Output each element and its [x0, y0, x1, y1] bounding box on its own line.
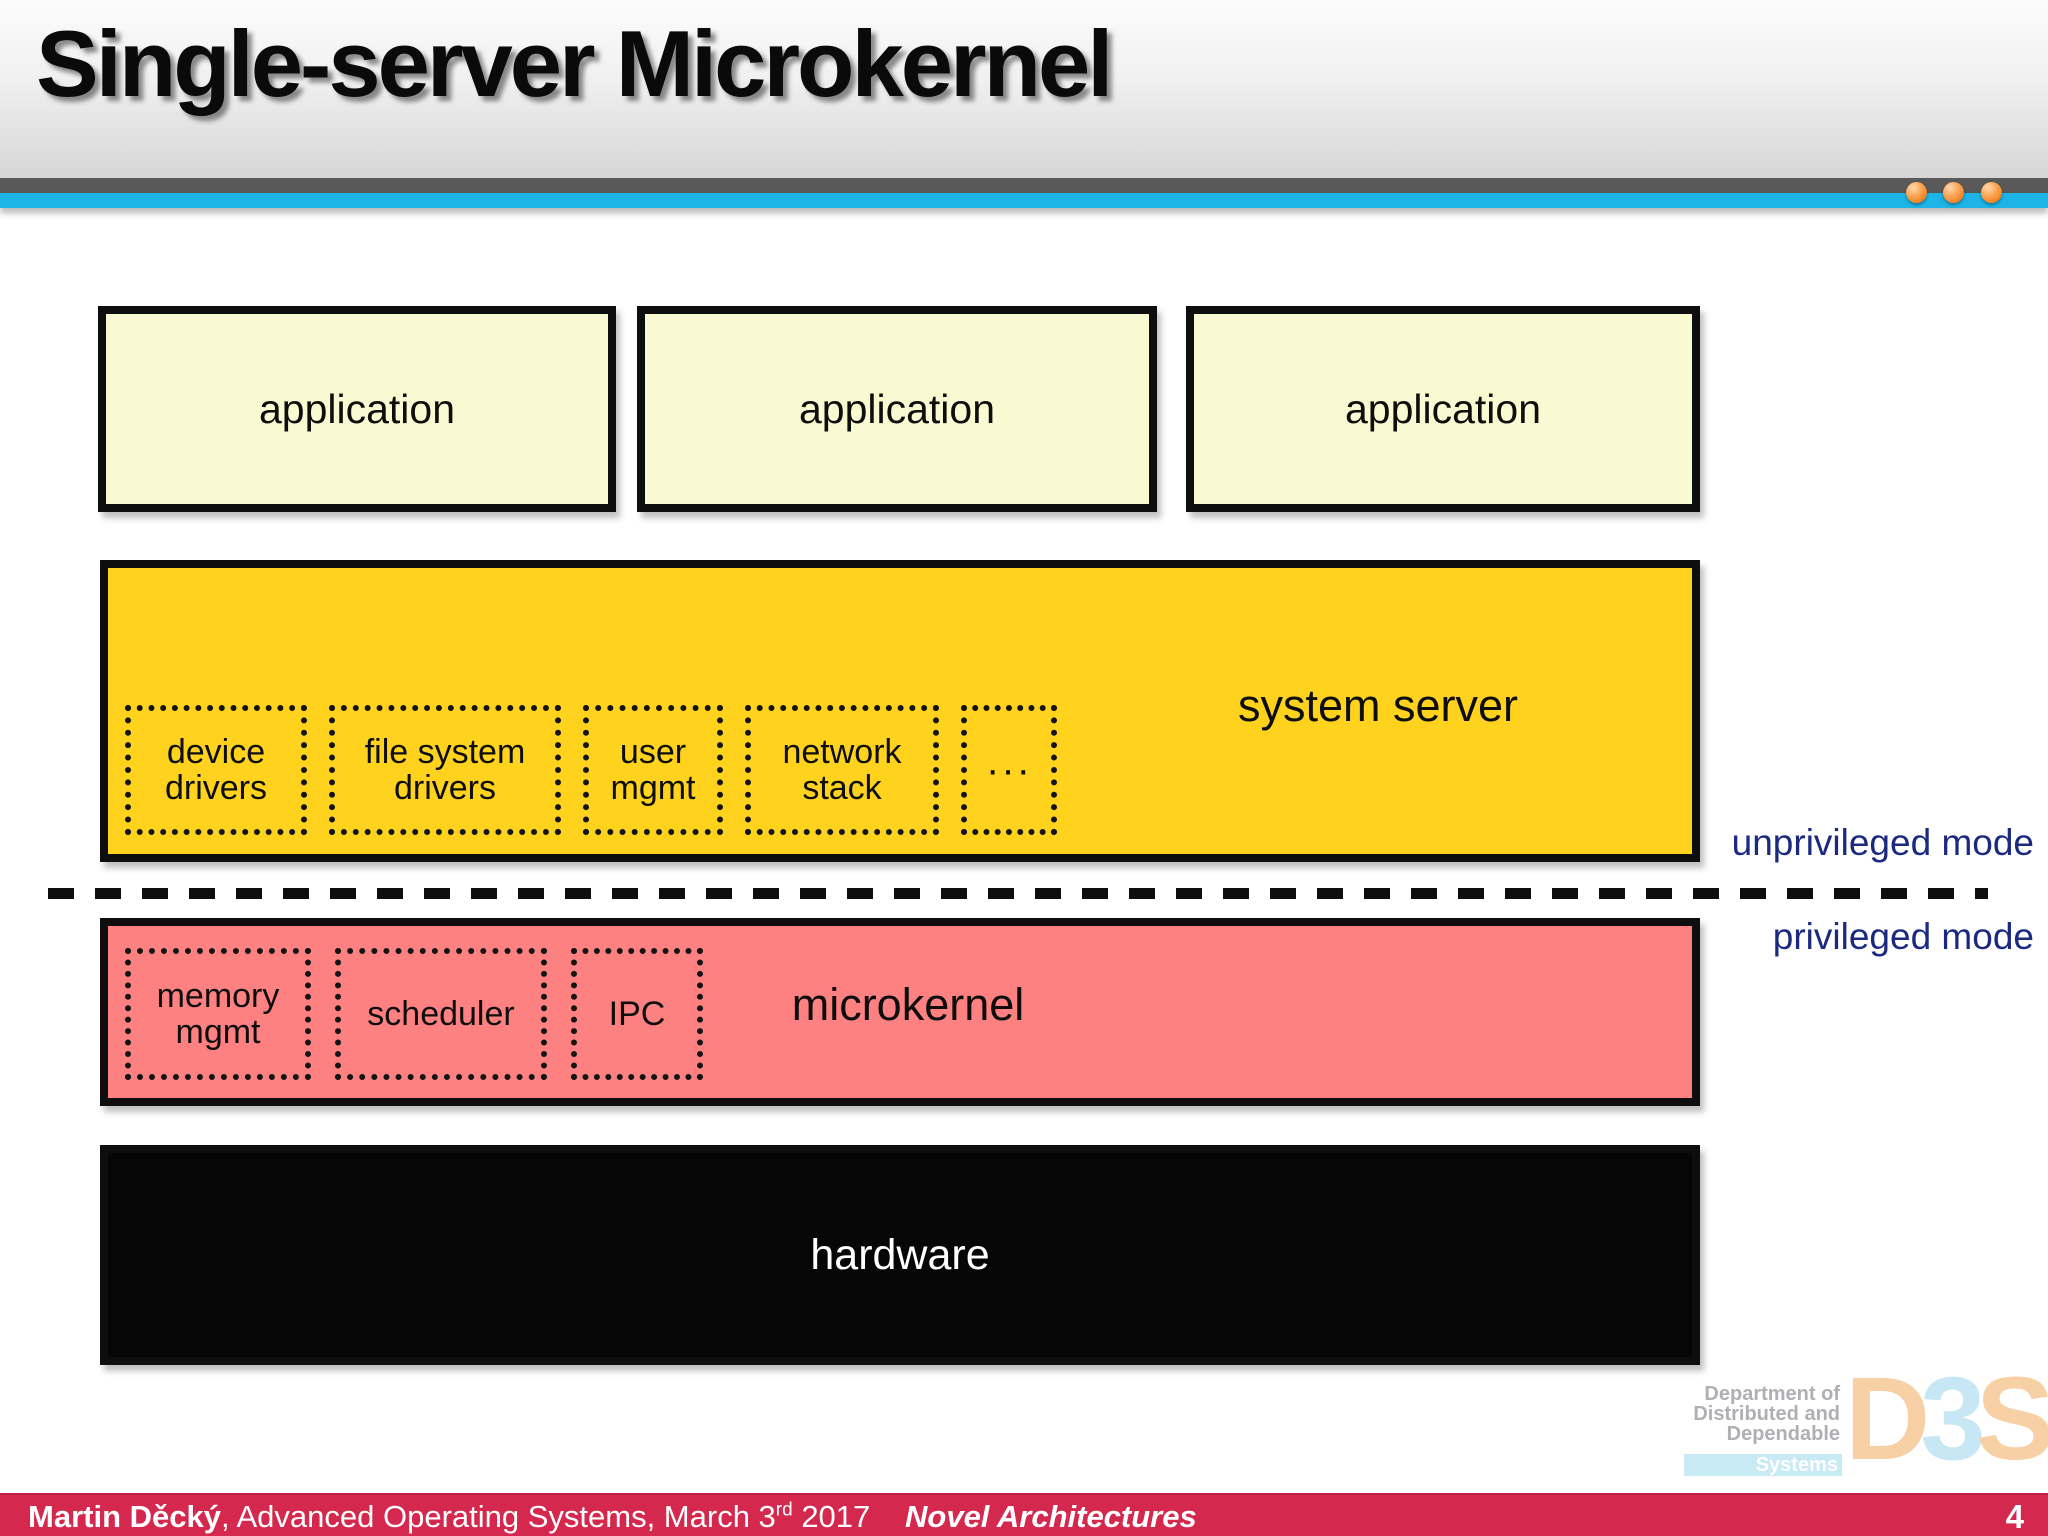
- header-divider-dark: [0, 178, 2048, 193]
- system-server-components: device drivers file system drivers user …: [125, 705, 1057, 835]
- unprivileged-mode-label: unprivileged mode: [1731, 822, 2034, 863]
- footer-bar: Martin Děcký, Advanced Operating Systems…: [0, 1493, 2048, 1536]
- application-label: application: [798, 385, 996, 432]
- application-box-1: application: [98, 306, 616, 512]
- component-file-system-drivers: file system drivers: [329, 705, 561, 835]
- component-network-stack: network stack: [745, 705, 939, 835]
- d3s-logo: Department of Distributed and Dependable…: [1670, 1360, 2048, 1493]
- component-ipc: IPC: [571, 948, 703, 1080]
- component-memory-mgmt: memory mgmt: [125, 948, 311, 1080]
- application-label: application: [1344, 385, 1542, 432]
- hardware-box: hardware: [100, 1145, 1700, 1365]
- privilege-boundary-dashed-line: [48, 888, 1988, 899]
- application-label: application: [258, 385, 456, 432]
- component-device-drivers: device drivers: [125, 705, 307, 835]
- footer-date-ordinal: rd: [775, 1499, 793, 1521]
- microkernel-label: microkernel: [791, 979, 1025, 1030]
- accent-dot-icon: [1943, 182, 1964, 203]
- d3s-letter-s: S: [1975, 1353, 2048, 1485]
- footer-course-info: , Advanced Operating Systems, March 3: [220, 1499, 776, 1534]
- d3s-logo-line: Department of: [1704, 1383, 1840, 1405]
- microkernel-components: memory mgmt scheduler IPC: [125, 948, 703, 1080]
- d3s-letters-icon: D3S: [1845, 1360, 2048, 1478]
- system-server-label: system server: [1237, 680, 1519, 731]
- d3s-systems-label: Systems: [1755, 1453, 1838, 1476]
- d3s-systems-bar: Systems: [1684, 1454, 1842, 1476]
- footer-year: 2017: [792, 1499, 871, 1534]
- header: Single-server Microkernel: [0, 0, 2048, 178]
- d3s-logo-line: Dependable: [1726, 1423, 1840, 1445]
- header-divider-cyan: [0, 193, 2048, 208]
- d3s-letter-3: 3: [1920, 1353, 1986, 1485]
- component-user-mgmt: user mgmt: [583, 705, 723, 835]
- d3s-letter-d: D: [1845, 1353, 1930, 1485]
- system-server-box: system server device drivers file system…: [100, 560, 1700, 862]
- component-ellipsis: ···: [961, 705, 1057, 835]
- component-scheduler: scheduler: [335, 948, 547, 1080]
- footer-credit: Martin Děcký, Advanced Operating Systems…: [28, 1499, 870, 1535]
- application-box-2: application: [637, 306, 1157, 512]
- footer-page-number: 4: [2005, 1498, 2024, 1535]
- accent-dot-icon: [1981, 182, 2002, 203]
- footer-lecture-title: Novel Architectures: [905, 1499, 1197, 1534]
- d3s-logo-text: Department of Distributed and Dependable: [1693, 1384, 1840, 1444]
- privileged-mode-label: privileged mode: [1772, 916, 2034, 957]
- microkernel-box: memory mgmt scheduler IPC microkernel: [100, 918, 1700, 1106]
- hardware-label: hardware: [810, 1230, 990, 1279]
- application-box-3: application: [1186, 306, 1700, 512]
- accent-dot-icon: [1906, 182, 1927, 203]
- slide-title: Single-server Microkernel: [36, 11, 1113, 116]
- footer-author: Martin Děcký: [28, 1499, 221, 1534]
- d3s-logo-line: Distributed and: [1693, 1403, 1840, 1425]
